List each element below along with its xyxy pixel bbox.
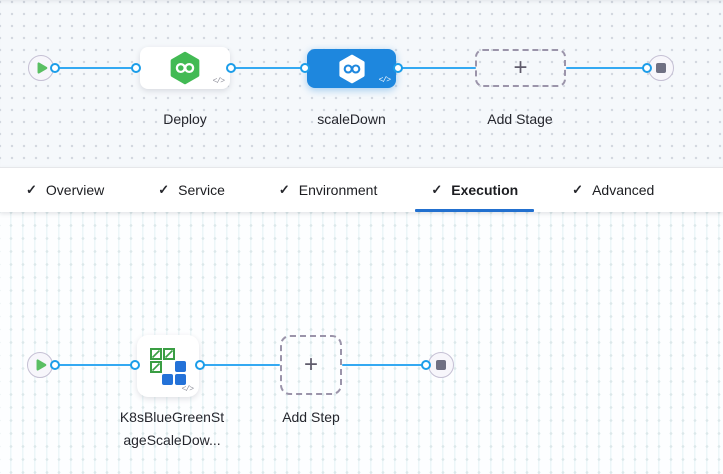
tab-execution[interactable]: ✓ Execution bbox=[415, 168, 534, 212]
stage-edge bbox=[55, 66, 136, 69]
execution-graph-canvas[interactable]: </> + K8sBlueGreenSt ageScaleDow... Add … bbox=[0, 212, 723, 474]
code-icon: </> bbox=[181, 385, 194, 394]
step-edge bbox=[342, 363, 426, 366]
connector-port[interactable] bbox=[226, 63, 236, 73]
step-label: K8sBlueGreenSt ageScaleDow... bbox=[98, 406, 246, 452]
plus-icon: + bbox=[303, 351, 318, 378]
stage-graph-canvas[interactable]: </> </> + Deploy scaleDown Add Stage bbox=[0, 0, 723, 167]
connector-port[interactable] bbox=[50, 360, 60, 370]
step-edge bbox=[200, 363, 280, 366]
tab-label: Service bbox=[178, 182, 225, 198]
step-node-k8s-bluegreen-scaledown[interactable]: </> bbox=[137, 335, 199, 397]
play-icon bbox=[37, 62, 48, 74]
tab-environment[interactable]: ✓ Environment bbox=[263, 168, 394, 212]
check-icon: ✓ bbox=[158, 182, 170, 197]
connector-port[interactable] bbox=[300, 63, 310, 73]
check-icon: ✓ bbox=[278, 182, 290, 197]
add-step-button[interactable]: + bbox=[280, 335, 342, 395]
execution-end-node bbox=[428, 352, 454, 378]
connector-port[interactable] bbox=[195, 360, 205, 370]
stop-icon bbox=[656, 63, 666, 73]
connector-port[interactable] bbox=[393, 63, 403, 73]
plus-icon: + bbox=[513, 54, 528, 81]
tab-advanced[interactable]: ✓ Advanced bbox=[556, 168, 670, 212]
step-label-line2: ageScaleDow... bbox=[123, 432, 221, 448]
pipeline-start-node bbox=[28, 55, 54, 81]
check-icon: ✓ bbox=[431, 182, 443, 197]
stage-config-tabs: ✓ Overview ✓ Service ✓ Environment ✓ Exe… bbox=[0, 167, 723, 212]
play-icon bbox=[36, 359, 47, 371]
stop-icon bbox=[436, 360, 446, 370]
tab-service[interactable]: ✓ Service bbox=[142, 168, 241, 212]
connector-port[interactable] bbox=[50, 63, 60, 73]
connector-port[interactable] bbox=[421, 360, 431, 370]
add-stage-button[interactable]: + bbox=[475, 49, 566, 87]
cd-stage-hexagon-icon bbox=[170, 51, 200, 85]
stage-edge bbox=[566, 66, 647, 69]
connector-port[interactable] bbox=[130, 360, 140, 370]
add-step-label: Add Step bbox=[282, 409, 340, 425]
tab-label: Environment bbox=[298, 182, 378, 198]
stage-node-deploy[interactable]: </> bbox=[140, 47, 230, 89]
tab-label: Advanced bbox=[592, 182, 655, 198]
tab-label: Overview bbox=[45, 182, 105, 198]
check-icon: ✓ bbox=[26, 182, 37, 197]
tab-label: Execution bbox=[451, 182, 519, 198]
step-label-line1: K8sBlueGreenSt bbox=[119, 409, 225, 425]
stage-label-deploy: Deploy bbox=[163, 111, 207, 127]
connector-port[interactable] bbox=[642, 63, 652, 73]
step-edge bbox=[55, 363, 135, 366]
code-icon: </> bbox=[212, 77, 225, 86]
stage-edge bbox=[398, 66, 476, 69]
execution-start-node bbox=[27, 352, 53, 378]
stage-edge bbox=[231, 66, 307, 69]
stage-label-scaledown: scaleDown bbox=[317, 111, 386, 127]
check-icon: ✓ bbox=[572, 182, 584, 197]
add-stage-label: Add Stage bbox=[487, 111, 553, 127]
cd-stage-hexagon-icon bbox=[338, 54, 365, 83]
tab-overview[interactable]: ✓ Overview bbox=[10, 168, 120, 212]
code-icon: </> bbox=[378, 76, 391, 85]
connector-port[interactable] bbox=[131, 63, 141, 73]
k8s-bluegreen-scaledown-icon bbox=[150, 348, 186, 385]
stage-node-scaledown[interactable]: </> bbox=[307, 49, 396, 88]
